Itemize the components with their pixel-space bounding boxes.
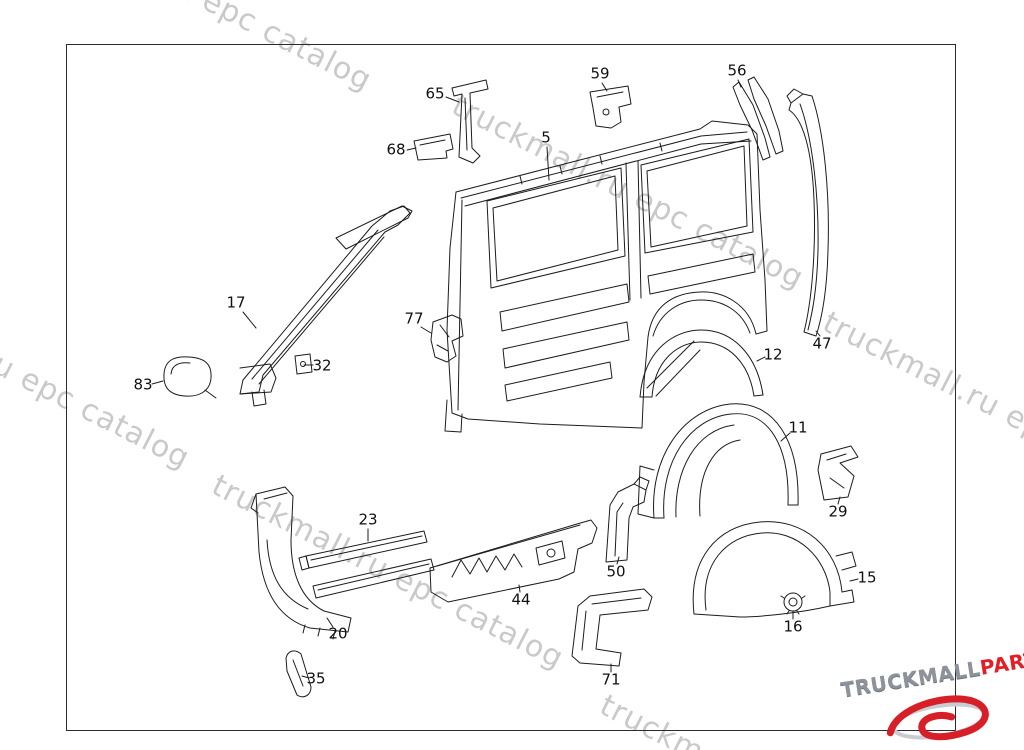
part-label-35[interactable]: 35 bbox=[306, 669, 326, 688]
part-label-44[interactable]: 44 bbox=[511, 590, 531, 609]
part-50-drawing bbox=[605, 476, 650, 563]
part-label-68[interactable]: 68 bbox=[386, 140, 406, 159]
part-label-20[interactable]: 20 bbox=[328, 624, 348, 643]
part-83-drawing bbox=[163, 356, 217, 399]
diagram-frame bbox=[66, 44, 956, 731]
part-label-32[interactable]: 32 bbox=[312, 356, 332, 375]
logo-swirl-icon bbox=[886, 695, 989, 741]
leader-line-56 bbox=[737, 79, 742, 88]
part-label-56[interactable]: 56 bbox=[727, 61, 747, 80]
part-label-47[interactable]: 47 bbox=[812, 334, 832, 353]
part-label-29[interactable]: 29 bbox=[828, 502, 848, 521]
part-11-drawing bbox=[637, 403, 799, 519]
leader-line-5 bbox=[546, 146, 550, 181]
part-label-23[interactable]: 23 bbox=[358, 510, 378, 529]
part-44-drawing bbox=[429, 519, 598, 603]
leader-line-15 bbox=[849, 578, 859, 582]
part-32-drawing bbox=[294, 353, 313, 375]
leader-line-12 bbox=[756, 356, 766, 362]
part-59-drawing bbox=[589, 85, 632, 129]
part-71-drawing bbox=[571, 588, 653, 667]
part-29-drawing bbox=[817, 445, 859, 501]
part-65-drawing bbox=[451, 79, 489, 164]
part-56-drawing bbox=[732, 76, 784, 161]
part-16-drawing bbox=[780, 592, 806, 615]
leader-line-59 bbox=[601, 82, 608, 92]
leader-line-11 bbox=[780, 432, 791, 442]
part-12-drawing bbox=[639, 329, 764, 398]
leader-line-65 bbox=[445, 96, 460, 103]
part-35-drawing bbox=[285, 650, 312, 698]
part-label-65[interactable]: 65 bbox=[425, 84, 445, 103]
part-23-drawing bbox=[298, 530, 435, 599]
part-47-drawing bbox=[786, 88, 829, 337]
leader-line-17 bbox=[242, 311, 257, 329]
part-label-77[interactable]: 77 bbox=[404, 309, 424, 328]
leader-line-29 bbox=[837, 496, 841, 505]
part-68-drawing bbox=[413, 133, 454, 161]
part-label-12[interactable]: 12 bbox=[763, 345, 783, 364]
part-15-drawing bbox=[692, 521, 857, 618]
part-label-50[interactable]: 50 bbox=[606, 562, 626, 581]
leader-line-77 bbox=[420, 326, 432, 334]
part-label-17[interactable]: 17 bbox=[226, 293, 246, 312]
part-label-15[interactable]: 15 bbox=[857, 568, 877, 587]
part-20-drawing bbox=[250, 486, 352, 640]
part-label-59[interactable]: 59 bbox=[590, 64, 610, 83]
leader-line-44 bbox=[518, 584, 521, 593]
part-77-drawing bbox=[430, 314, 464, 363]
part-label-5[interactable]: 5 bbox=[541, 128, 551, 147]
leader-line-35 bbox=[301, 675, 310, 679]
leader-lines bbox=[151, 79, 859, 679]
leader-line-68 bbox=[406, 147, 417, 151]
part-label-11[interactable]: 11 bbox=[788, 418, 808, 437]
leader-line-47 bbox=[815, 330, 821, 337]
leader-line-50 bbox=[616, 556, 620, 565]
brand-logo: TRUCKMALLPARTS bbox=[837, 645, 1024, 750]
leader-line-20 bbox=[326, 617, 334, 628]
part-17-drawing bbox=[239, 205, 413, 407]
part-label-83[interactable]: 83 bbox=[133, 375, 153, 394]
part-label-71[interactable]: 71 bbox=[601, 670, 621, 689]
leader-line-83 bbox=[151, 380, 164, 385]
part-label-16[interactable]: 16 bbox=[783, 617, 803, 636]
